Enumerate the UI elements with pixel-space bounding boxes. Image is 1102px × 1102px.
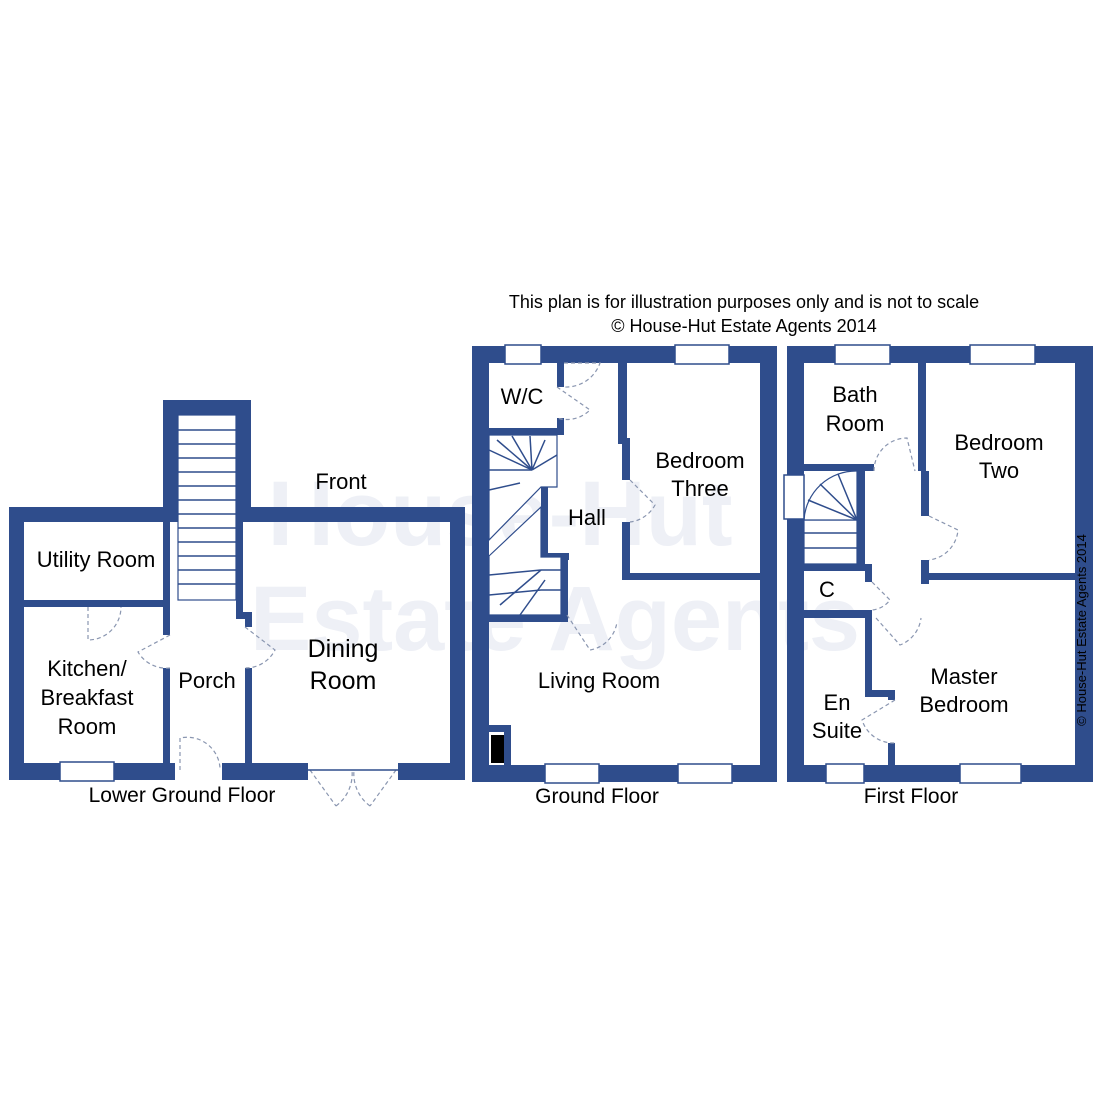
wall — [1075, 346, 1093, 782]
wall — [760, 346, 777, 782]
wall — [804, 610, 872, 618]
wall — [557, 363, 564, 387]
ground-floor-label: Ground Floor — [535, 785, 659, 808]
window — [959, 763, 1022, 784]
wall — [398, 763, 465, 780]
master-bedroom-label-line-1: Master — [930, 664, 997, 689]
wall — [163, 607, 170, 635]
bedroom-three-label-line-1: Bedroom — [655, 448, 744, 473]
wall — [222, 763, 308, 780]
wall — [245, 619, 252, 627]
wall — [857, 471, 865, 564]
wall — [236, 612, 252, 619]
wall — [804, 464, 874, 471]
porch-label: Porch — [178, 668, 235, 693]
first-doors — [861, 437, 959, 744]
wall — [9, 507, 179, 522]
disclaimer-line-2: © House-Hut Estate Agents 2014 — [611, 316, 876, 336]
side-copyright: © House-Hut Estate Agents 2014 — [1074, 534, 1089, 726]
wc-label: W/C — [501, 384, 544, 409]
wall — [541, 487, 548, 557]
utility-room-label: Utility Room — [37, 547, 156, 572]
wall — [472, 346, 489, 782]
en-suite-label-line-1: En — [824, 690, 851, 715]
window — [674, 344, 730, 365]
bath-room-label-line-2: Room — [826, 411, 885, 436]
wall — [504, 725, 511, 765]
fireplace-icon — [491, 735, 505, 763]
wall — [9, 507, 24, 780]
wall — [921, 471, 929, 516]
wall — [561, 553, 568, 622]
wall — [622, 438, 630, 480]
wall — [918, 464, 926, 471]
hall-label: Hall — [568, 505, 606, 530]
lower-ground-floor-plan: Utility Room Kitchen/ Breakfast Room Por… — [9, 400, 465, 807]
bedroom-three-label-line-2: Three — [671, 476, 728, 501]
first-floor-plan: Bath Room Bedroom Two C Master Bedroom E… — [783, 344, 1093, 808]
ground-floor-plan: W/C Hall Bedroom Three Living Room Groun… — [472, 344, 777, 808]
wall — [163, 522, 170, 607]
wall — [489, 428, 561, 435]
lower-stairs — [177, 414, 237, 601]
wall — [236, 522, 243, 612]
wall — [24, 600, 169, 607]
wall — [865, 564, 872, 582]
bedroom-two-label-line-2: Two — [979, 458, 1019, 483]
window — [544, 763, 600, 784]
disclaimer-line-1: This plan is for illustration purposes o… — [509, 292, 979, 312]
window — [825, 763, 865, 784]
wall — [804, 564, 865, 571]
dining-room-label-line-2: Room — [310, 667, 377, 695]
wall — [888, 690, 895, 700]
first-floor-label: First Floor — [864, 785, 959, 808]
wall — [618, 363, 627, 438]
cupboard-label: C — [819, 577, 835, 602]
bath-room-label-line-1: Bath — [832, 382, 877, 407]
lower-doors — [87, 606, 398, 807]
wall — [865, 610, 872, 690]
wall — [918, 363, 926, 471]
window — [504, 344, 542, 365]
wall — [787, 346, 804, 782]
master-bedroom-label-line-2: Bedroom — [919, 692, 1008, 717]
wall — [865, 690, 895, 697]
window — [677, 763, 733, 784]
wall — [163, 668, 170, 763]
wall — [450, 507, 465, 780]
wall — [921, 573, 1075, 580]
wall — [622, 573, 760, 580]
stair-window — [783, 474, 805, 520]
wall — [236, 507, 465, 522]
wall — [921, 560, 929, 584]
wall — [236, 400, 251, 512]
wall — [787, 346, 1093, 363]
kitchen-label-line-1: Kitchen/ — [47, 656, 127, 681]
first-stairs — [783, 470, 858, 565]
living-room-label: Living Room — [538, 668, 660, 693]
wall — [888, 743, 895, 765]
wall — [163, 400, 178, 522]
wall — [163, 400, 251, 415]
kitchen-label-line-3: Room — [58, 714, 117, 739]
wall — [557, 418, 564, 435]
wall — [489, 725, 511, 732]
ground-doors — [556, 362, 656, 651]
window — [969, 344, 1036, 365]
en-suite-label-line-2: Suite — [812, 718, 862, 743]
wall — [245, 668, 252, 763]
ground-stairs — [488, 434, 562, 616]
kitchen-label-line-2: Breakfast — [41, 685, 134, 710]
dining-room-label-line-1: Dining — [308, 635, 379, 663]
window — [59, 761, 115, 782]
bedroom-two-label-line-1: Bedroom — [954, 430, 1043, 455]
front-label: Front — [315, 469, 366, 494]
window — [834, 344, 891, 365]
wall — [622, 522, 630, 580]
lower-ground-floor-label: Lower Ground Floor — [89, 784, 276, 807]
wall — [489, 615, 567, 622]
